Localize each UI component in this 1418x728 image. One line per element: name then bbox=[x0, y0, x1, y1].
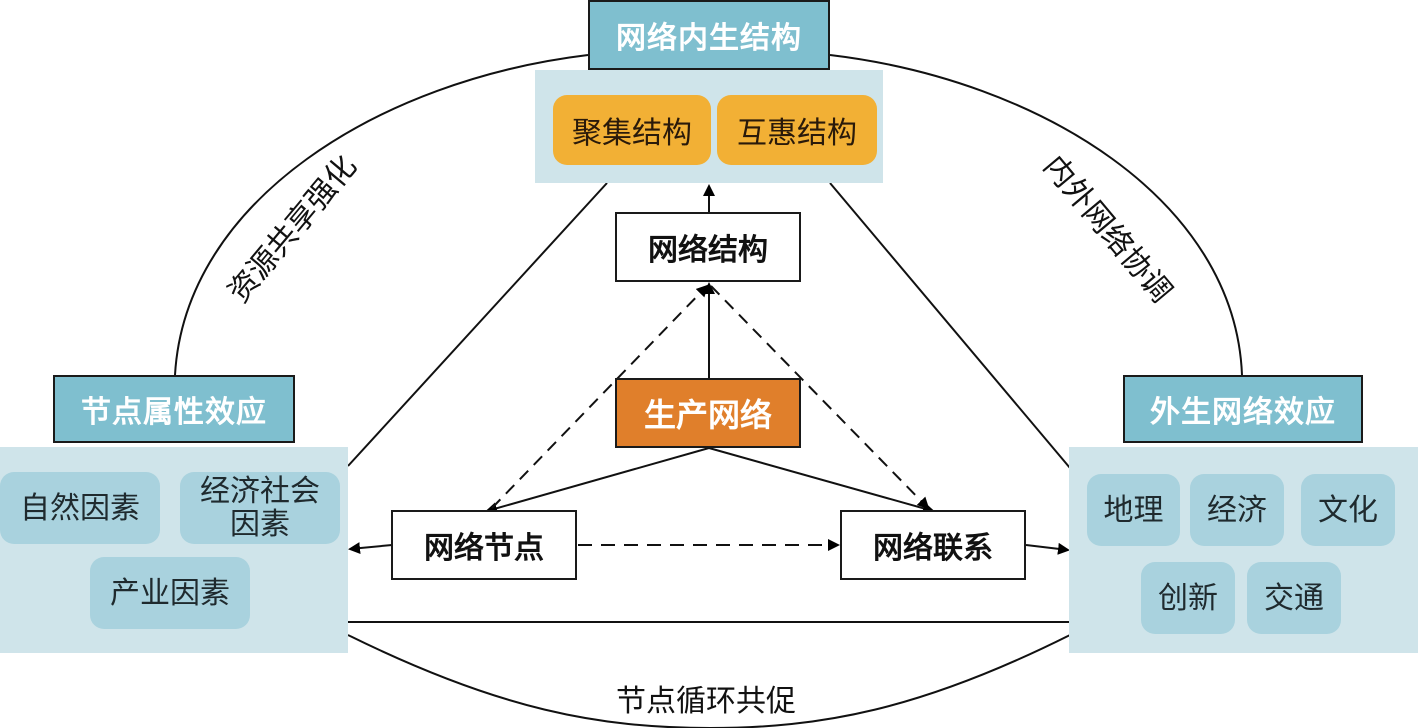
chip-economy: 经济 bbox=[1190, 474, 1284, 546]
chip-reciprocity-structure: 互惠结构 bbox=[717, 95, 877, 165]
box-network-node: 网络节点 bbox=[391, 510, 577, 580]
chip-geography: 地理 bbox=[1087, 474, 1180, 546]
arc-bottom bbox=[347, 634, 1071, 728]
chip-socioeconomic-factors: 经济社会 因素 bbox=[180, 472, 340, 544]
arc-left-top bbox=[174, 54, 589, 376]
chip-socioeconomic-factors-label: 经济社会 因素 bbox=[200, 474, 320, 542]
chip-clustering-structure: 聚集结构 bbox=[553, 95, 711, 165]
line-right-diag bbox=[829, 182, 1071, 469]
chip-industry-factors: 产业因素 bbox=[90, 557, 250, 629]
arrow-node-to-left bbox=[348, 542, 393, 555]
arc-right-top bbox=[829, 54, 1243, 376]
box-network-link: 网络联系 bbox=[840, 510, 1026, 580]
box-production-network: 生产网络 bbox=[615, 378, 801, 448]
dashed-structure-to-link bbox=[710, 285, 930, 510]
header-endogenous-structure: 网络内生结构 bbox=[588, 0, 830, 70]
chip-innovation: 创新 bbox=[1141, 562, 1235, 634]
line-left-diag bbox=[347, 182, 608, 467]
header-node-attribute-effect: 节点属性效应 bbox=[53, 375, 295, 443]
chip-culture: 文化 bbox=[1301, 474, 1395, 546]
arrow-core-to-node bbox=[485, 447, 710, 515]
chip-transport: 交通 bbox=[1247, 562, 1341, 634]
chip-natural-factors: 自然因素 bbox=[0, 472, 160, 544]
arrow-core-to-link bbox=[708, 447, 935, 515]
box-network-structure: 网络结构 bbox=[615, 212, 801, 282]
arrow-link-to-right bbox=[1025, 542, 1070, 555]
dashed-node-to-structure bbox=[491, 284, 709, 509]
header-exogenous-network-effect: 外生网络效应 bbox=[1123, 375, 1363, 443]
arc-label-node-circulation: 节点循环共促 bbox=[616, 684, 796, 719]
